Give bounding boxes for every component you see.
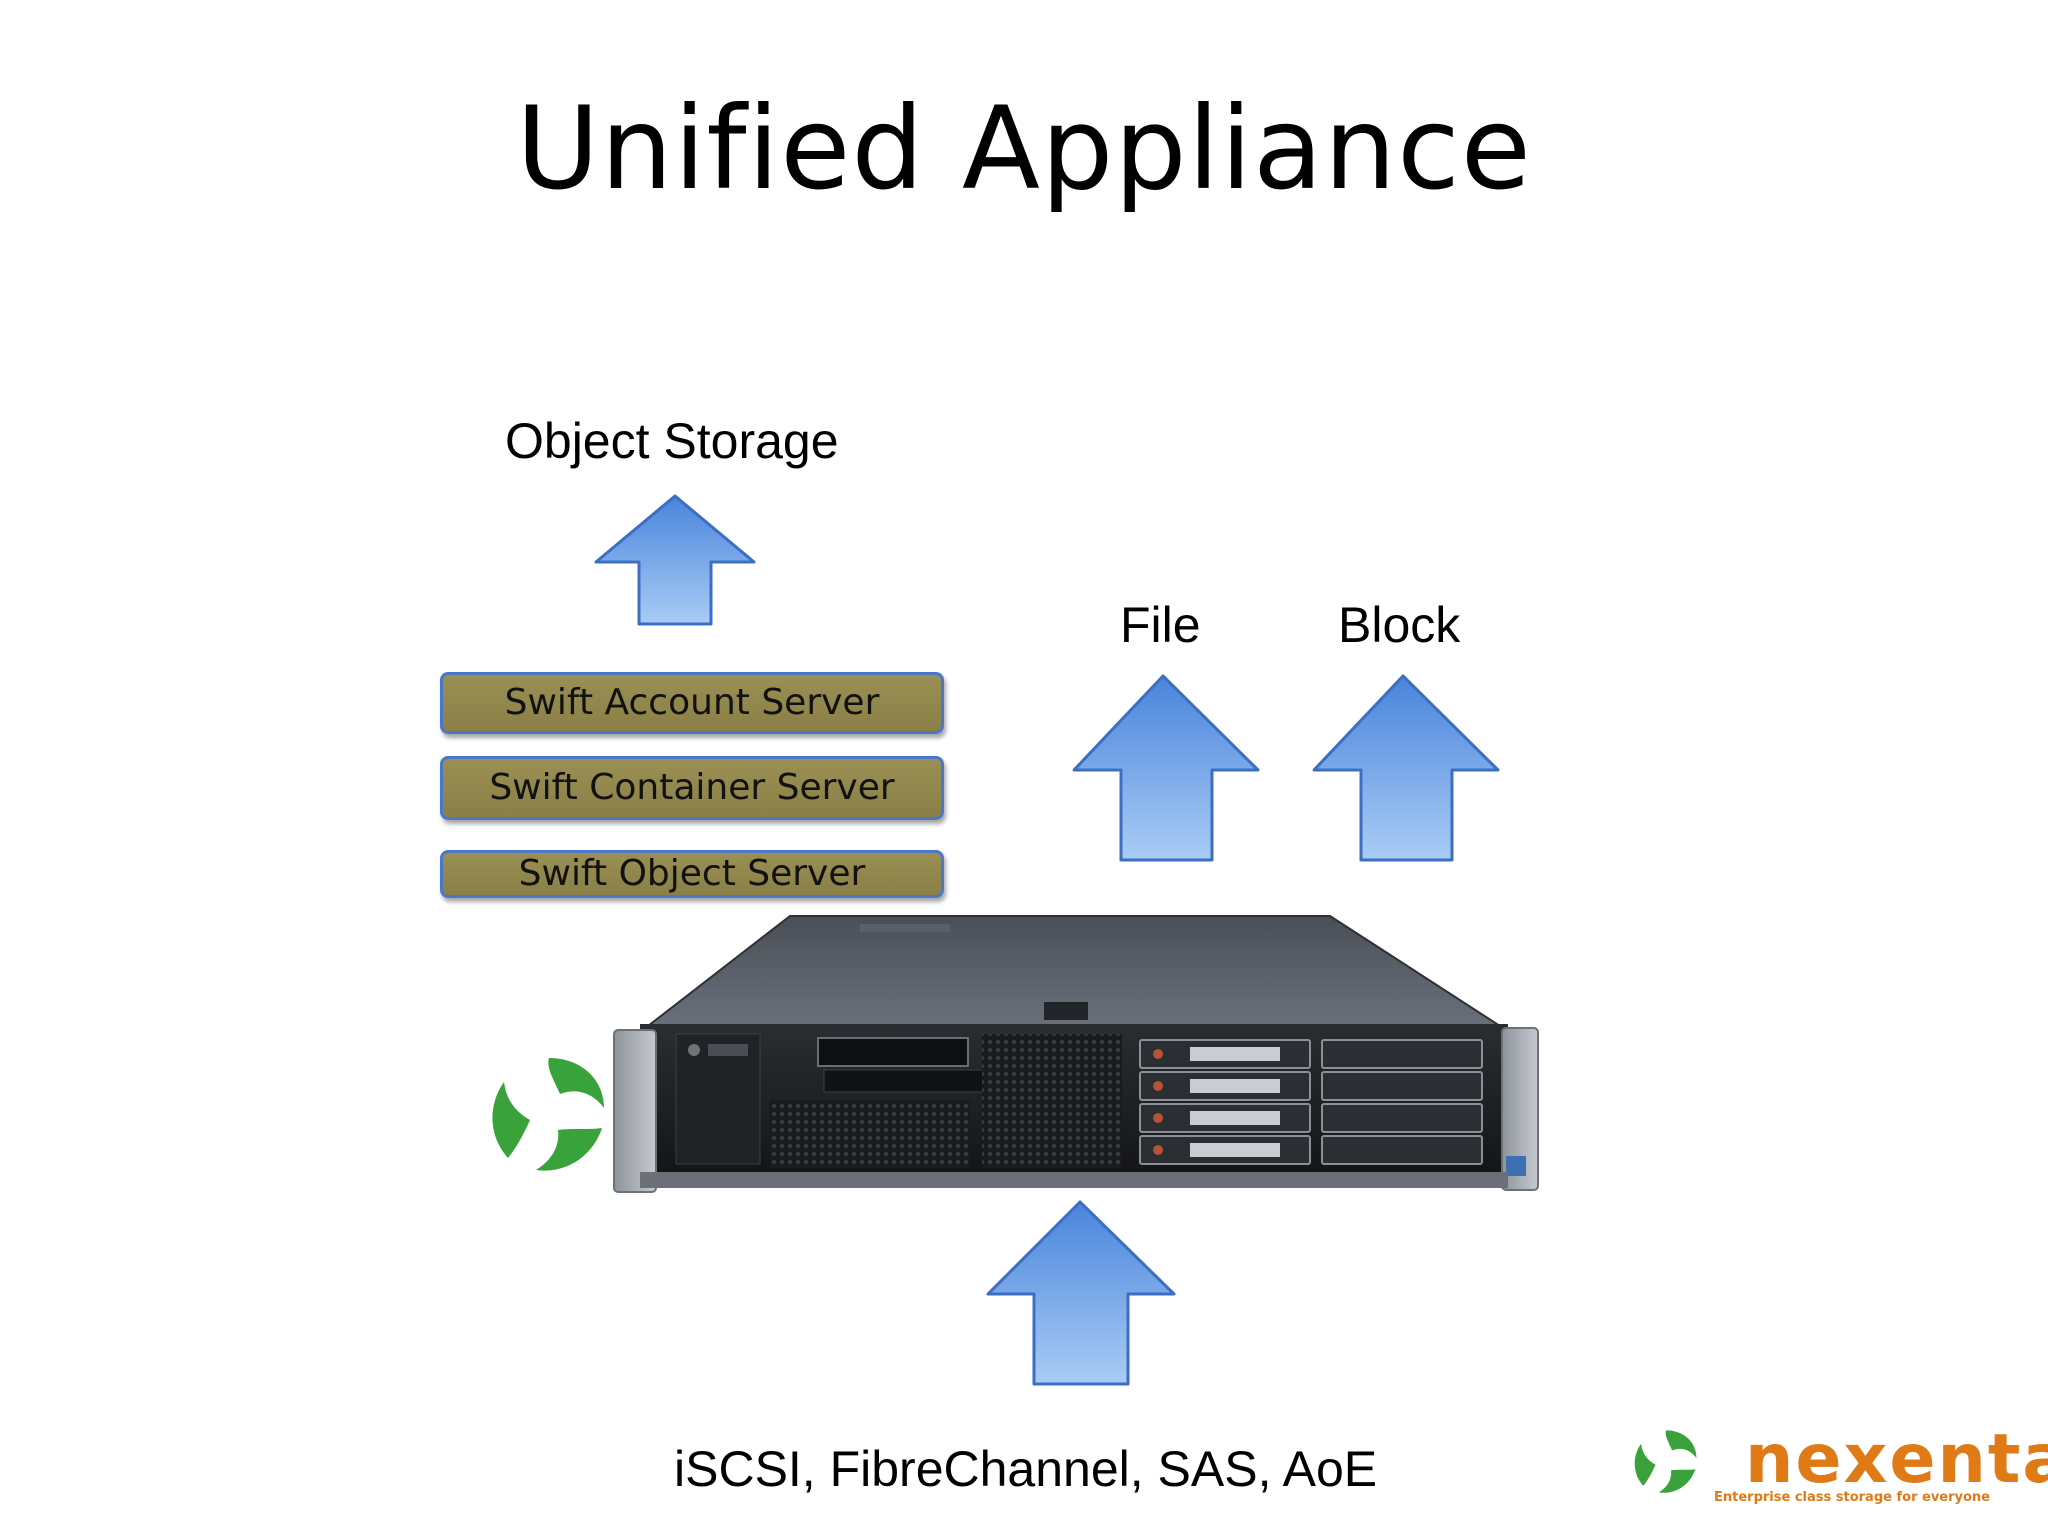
file-arrow [1072,674,1260,862]
protocols-label: iSCSI, FibreChannel, SAS, AoE [674,1441,1378,1497]
swift-container-server: Swift Container Server [440,756,944,820]
object-storage-arrow [594,494,756,626]
swift-account-server: Swift Account Server [440,672,944,734]
block-arrow [1312,674,1500,862]
protocols-arrow [986,1200,1176,1386]
nexenta-swirl-icon [492,1058,604,1171]
file-label: File [1120,597,1201,653]
nexenta-logo-icon [1634,1430,1697,1493]
slide-title: Unified Appliance [516,82,1532,215]
block-label: Block [1338,597,1461,653]
nexenta-brand-name: nexenta [1745,1420,2048,1499]
nexenta-tagline: Enterprise class storage for everyone [1714,1490,1991,1505]
object-storage-label: Object Storage [505,413,839,469]
server-appliance-image [613,915,1539,1193]
swift-object-server: Swift Object Server [440,850,944,898]
